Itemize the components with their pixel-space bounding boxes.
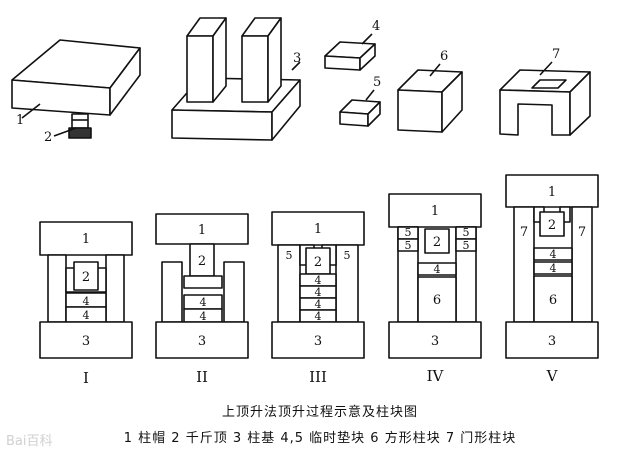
label-1-top: 1	[16, 113, 24, 128]
stage-numeral-5: V	[546, 367, 559, 385]
s1-label-4a: 4	[83, 295, 90, 308]
stage-2	[155, 213, 249, 359]
label-5-top: 5	[373, 75, 381, 90]
s3-label-3: 3	[314, 334, 322, 349]
figure-legend: 1 柱帽 2 千斤顶 3 柱基 4,5 临时垫块 6 方形柱块 7 门形柱块	[123, 431, 517, 446]
s3-label-2: 2	[314, 255, 322, 270]
stage-numeral-4: IV	[427, 367, 445, 385]
label-4-top: 4	[372, 19, 380, 34]
s5-label-4a: 4	[550, 248, 557, 261]
s3-label-4b: 4	[315, 286, 322, 299]
s5-label-3: 3	[548, 334, 556, 349]
s4-label-6: 6	[433, 293, 441, 308]
s4-label-1: 1	[431, 204, 439, 219]
s5-label-7b: 7	[578, 225, 586, 240]
label-7-top: 7	[552, 47, 560, 62]
s2-label-4a: 4	[200, 296, 207, 309]
stage-4	[388, 193, 482, 359]
stage-3	[271, 211, 365, 359]
component-column-cap	[11, 39, 141, 116]
s3-label-5a: 5	[286, 249, 293, 262]
s4-label-5c: 5	[463, 226, 470, 239]
s1-label-2: 2	[82, 270, 90, 285]
label-2-top: 2	[44, 130, 52, 145]
s5-label-4b: 4	[550, 262, 557, 275]
s5-label-1: 1	[548, 185, 556, 200]
s4-label-2: 2	[433, 235, 441, 250]
stage-numeral-3: III	[309, 368, 327, 386]
s2-label-1: 1	[198, 223, 206, 238]
s2-label-3: 3	[198, 334, 206, 349]
s3-label-1: 1	[314, 222, 322, 237]
component-jack	[68, 113, 92, 139]
s2-label-2: 2	[198, 254, 206, 269]
label-3-top: 3	[293, 51, 301, 66]
s3-label-4d: 4	[315, 310, 322, 323]
s5-label-7a: 7	[520, 225, 528, 240]
stage-numeral-1: I	[83, 369, 89, 387]
stage-1	[39, 221, 133, 359]
s3-label-4a: 4	[315, 274, 322, 287]
s4-label-3: 3	[431, 334, 439, 349]
label-6-top: 6	[440, 49, 448, 64]
s5-label-2: 2	[548, 218, 556, 233]
watermark: Bai百科	[6, 434, 53, 449]
component-column-base	[171, 17, 301, 141]
component-gate-block	[499, 69, 591, 136]
s1-label-1: 1	[82, 232, 90, 247]
s3-label-4c: 4	[315, 298, 322, 311]
s4-label-5d: 5	[463, 239, 470, 252]
s3-label-5b: 5	[344, 249, 351, 262]
s1-label-3: 3	[82, 334, 90, 349]
component-temp-pad-4	[324, 41, 376, 71]
s4-label-5a: 5	[405, 226, 412, 239]
s5-label-6: 6	[549, 293, 557, 308]
stage-numeral-2: II	[196, 368, 208, 386]
s4-label-4: 4	[434, 263, 441, 276]
stage-5	[505, 174, 599, 359]
s2-label-4b: 4	[200, 310, 207, 323]
component-temp-pad-5	[339, 99, 381, 127]
component-square-block	[397, 69, 463, 133]
s1-label-4b: 4	[83, 309, 90, 322]
s4-label-5b: 5	[405, 239, 412, 252]
figure-title: 上顶升法顶升过程示意及柱块图	[221, 405, 418, 420]
